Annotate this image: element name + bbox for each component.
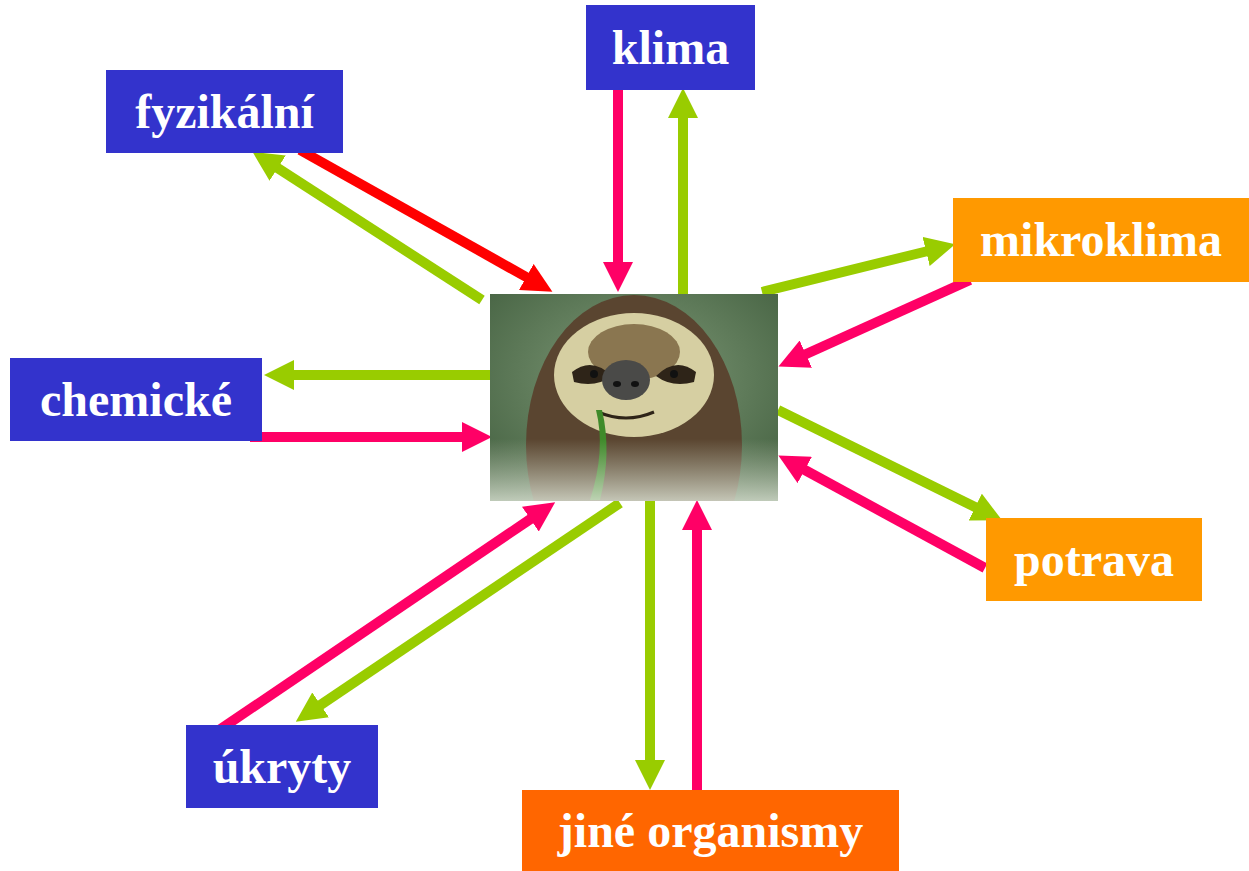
factor-label: mikroklima [980,216,1222,264]
factor-box: chemické [10,358,262,441]
arrow-out [778,410,977,508]
factor-box: potrava [986,518,1202,601]
factor-box: úkryty [186,725,378,808]
arrow-out [276,167,482,300]
arrow-out [762,251,928,292]
factor-box: fyzikální [106,70,343,153]
factor-label: klima [612,24,729,72]
arrow-out [645,501,655,762]
arrow-in [613,90,623,264]
arrow-in [804,280,970,355]
arrow-out [678,116,688,294]
factor-label: chemické [40,376,232,424]
arrow-in [692,528,702,790]
factor-label: úkryty [213,743,352,791]
factor-box: jiné organismy [522,790,899,871]
arrow-in [203,518,532,741]
arrow-in [803,469,985,568]
arrow-out [292,370,490,380]
factor-box: klima [586,5,755,90]
factor-label: potrava [1014,536,1174,584]
arrow-out [319,503,620,706]
arrow-in [250,432,464,442]
factor-box: mikroklima [953,198,1249,282]
factor-label: jiné organismy [558,807,863,855]
factor-label: fyzikální [135,88,314,136]
